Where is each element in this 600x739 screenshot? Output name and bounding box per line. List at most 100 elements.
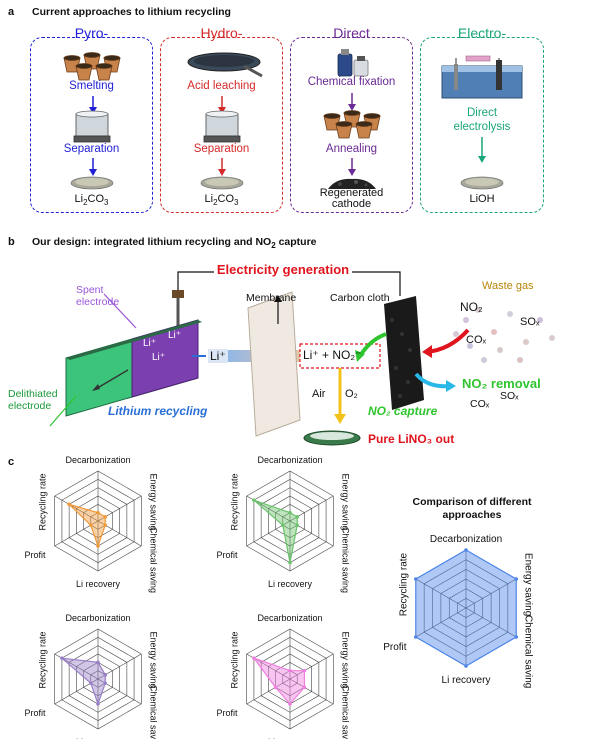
- electro-product-dish-icon: [460, 176, 504, 190]
- radar-axis-label: Chemical saving: [340, 685, 350, 739]
- hydro-beaker-icon: [203, 110, 241, 143]
- sox-out-label: SOₓ: [500, 390, 519, 402]
- radar-axis-label: Decarbonization: [65, 455, 130, 465]
- li-ion-label: Li⁺: [208, 349, 228, 363]
- hydro-box: [160, 37, 283, 213]
- radar-axis-label: Profit: [24, 550, 46, 560]
- radar-spoke: [289, 678, 334, 705]
- design-schematic: [49, 271, 555, 446]
- comparison-title: Comparison of different approaches: [412, 496, 532, 521]
- hydro-arrow-2: [218, 158, 226, 176]
- radar-axis-label: Profit: [383, 642, 407, 653]
- radar-axis-label: Energy saving: [148, 632, 158, 689]
- radar-point: [288, 510, 292, 515]
- pyro-arrow-2: [89, 158, 97, 176]
- radar-point: [464, 664, 468, 668]
- pyro-step-2: Separation: [63, 143, 120, 155]
- radar-point: [288, 668, 292, 673]
- waste-gas-label: Waste gas: [482, 280, 534, 292]
- radar-axis-label: Chemical saving: [522, 615, 533, 688]
- delithiated-electrode-label: Delithiated electrode: [8, 388, 58, 412]
- pyro-product: Li2CO3: [74, 193, 109, 208]
- pyro-title: Pyro-: [74, 25, 109, 41]
- radar-axis-label: Recycling rate: [399, 552, 410, 616]
- radar-point: [280, 523, 285, 527]
- radar-point: [413, 635, 418, 639]
- radar-axis-label: Energy saving: [522, 553, 533, 616]
- panel-c-label: c: [8, 456, 15, 468]
- radar-point: [288, 560, 292, 565]
- radar-axis-label: Profit: [24, 708, 46, 718]
- radar-axis-label: Li recovery: [268, 579, 313, 589]
- hydro-arrow-1: [218, 96, 226, 114]
- no2-capture-label: NO₂ capture: [368, 404, 438, 418]
- cox-label: COₓ: [466, 334, 487, 346]
- radar-point: [252, 656, 256, 660]
- pyro-product-dish-icon: [70, 176, 114, 190]
- radar-point: [514, 577, 519, 581]
- radar-axis-label: Recycling rate: [38, 632, 48, 689]
- electrode-li-1: Li⁺: [168, 330, 182, 341]
- electro-title: Electro-: [457, 25, 507, 41]
- radar-point: [88, 523, 93, 527]
- hydro-title: Hydro-: [200, 25, 243, 41]
- radar-axis-label: Li recovery: [76, 579, 121, 589]
- electro-product: LiOH: [469, 193, 495, 205]
- radar-axis-label: Recycling rate: [230, 474, 240, 531]
- spent-electrode-label: Spent electrode: [76, 284, 120, 308]
- radar-spoke: [415, 607, 467, 638]
- no2-label: NO₂: [460, 300, 483, 314]
- sox-label: SOₓ: [520, 316, 540, 328]
- membrane-label: Membrane: [246, 292, 297, 304]
- electro-arrow-1: [478, 137, 486, 163]
- radar-point: [295, 523, 300, 527]
- electrode-li-3: Li⁺: [152, 352, 166, 363]
- radar-point: [288, 702, 292, 706]
- direct-product: Regenerated cathode: [319, 187, 384, 210]
- direct-title: Direct: [333, 25, 370, 41]
- no2-removal-label: NO₂ removal: [462, 376, 541, 391]
- product-label: Pure LiNO₃ out: [368, 432, 455, 446]
- radar-axis-label: Chemical saving: [340, 527, 350, 593]
- direct-cathode-powder-icon: [328, 178, 376, 189]
- direct-arrow-2: [348, 158, 356, 176]
- carbon-cloth-label: Carbon cloth: [330, 292, 390, 304]
- radar-point: [302, 668, 307, 673]
- radar-spoke: [465, 578, 517, 609]
- radar-axis-label: Recycling rate: [230, 632, 240, 689]
- electro-cell-icon: [441, 55, 523, 99]
- radar-axis-label: Li recovery: [76, 737, 121, 739]
- air-label: Air: [312, 388, 326, 400]
- radar-point: [103, 523, 108, 527]
- panel-a-title: Current approaches to lithium recycling: [32, 6, 231, 18]
- electro-box: [420, 37, 544, 213]
- radar-point: [103, 673, 108, 677]
- radar-point: [96, 544, 100, 548]
- direct-arrow-1: [348, 93, 356, 111]
- radar-axis-label: Energy saving: [148, 474, 158, 531]
- direct-step-1: Chemical fixation: [307, 76, 396, 88]
- hydro-step-1: Acid leaching: [187, 80, 256, 92]
- hydro-step-2: Separation: [193, 143, 250, 155]
- radar-point: [67, 502, 71, 507]
- electro-step-1: Direct electrolysis: [453, 107, 511, 133]
- radar-point: [103, 515, 108, 519]
- radar-axis-label: Energy saving: [340, 474, 350, 531]
- direct-bottles-icon: [337, 49, 369, 77]
- radar-point: [96, 510, 100, 515]
- cox-out-label: COₓ: [470, 398, 490, 410]
- radar-axis-label: Li recovery: [442, 675, 491, 686]
- radar-series-area: [415, 549, 517, 667]
- radar-point: [96, 660, 100, 665]
- panel-b-label: b: [8, 236, 15, 248]
- radar-axis-label: Decarbonization: [257, 455, 322, 465]
- radar-axis-label: Chemical saving: [148, 527, 158, 593]
- panel-b-title: Our design: integrated lithium recycling…: [32, 236, 317, 251]
- direct-box: [290, 37, 413, 213]
- radar-point: [60, 656, 64, 660]
- pyro-beaker-icon: [73, 110, 111, 143]
